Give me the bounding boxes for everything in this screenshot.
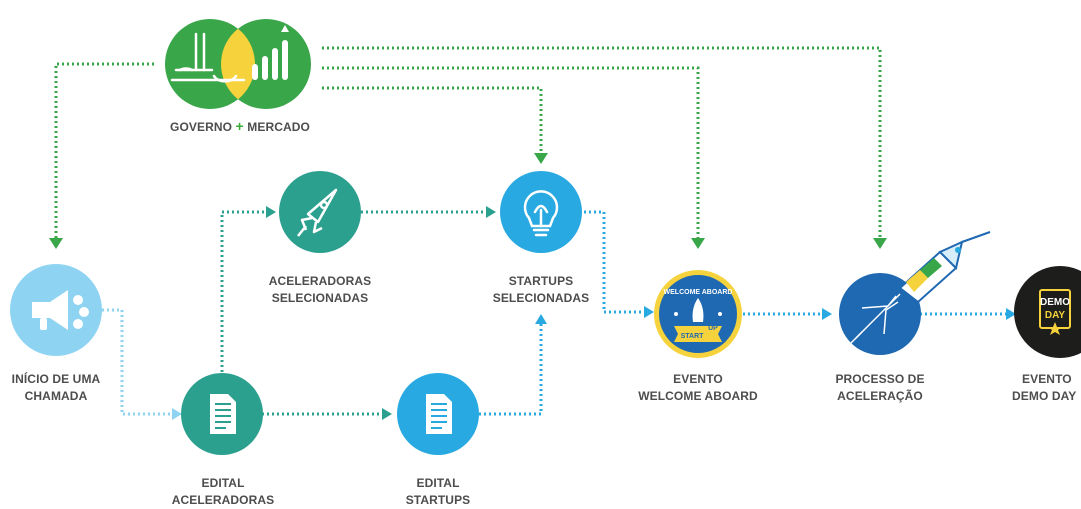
startups-node bbox=[500, 171, 582, 253]
edital-aceleradoras-label: EDITAL ACELERADORAS bbox=[168, 475, 278, 509]
aceleradoras-node bbox=[279, 171, 361, 253]
startups-label-line2: SELECIONADAS bbox=[492, 291, 590, 305]
aceleracao-label-line2: ACELERAÇÃO bbox=[837, 389, 923, 403]
aceleradoras-label-line2: SELECIONADAS bbox=[271, 291, 369, 305]
document-icon bbox=[210, 394, 236, 434]
welcome-label: EVENTO WELCOME ABOARD bbox=[628, 371, 768, 405]
star-icon bbox=[1048, 322, 1062, 335]
edital-startups-node bbox=[397, 373, 479, 455]
welcome-label-line2: WELCOME ABOARD bbox=[638, 389, 758, 403]
connector-aceleracao-to-demoday bbox=[920, 308, 1016, 320]
aceleracao-node bbox=[839, 273, 921, 355]
welcome-node: WELCOME ABOARD START UP bbox=[654, 270, 742, 358]
connector-aceleradoras-to-startups bbox=[361, 206, 496, 218]
welcome-badge-text: WELCOME ABOARD bbox=[664, 289, 733, 296]
welcome-ribbon-start: START bbox=[681, 333, 705, 340]
welcome-label-line1: EVENTO bbox=[673, 372, 723, 386]
rocket-small-icon bbox=[674, 298, 722, 322]
edital-startups-label-line2: STARTUPS bbox=[405, 493, 471, 507]
demoday-badge-line2: DAY bbox=[1045, 310, 1066, 321]
plus-label: + bbox=[235, 118, 244, 134]
governo-mercado-node bbox=[165, 19, 311, 109]
demoday-label: EVENTO DEMO DAY bbox=[1012, 371, 1081, 405]
demoday-badge-line1: DEMO bbox=[1040, 297, 1070, 308]
megaphone-icon bbox=[32, 290, 89, 330]
connector-welcome-to-aceleracao bbox=[743, 308, 832, 320]
edital-startups-label: EDITAL STARTUPS bbox=[388, 475, 488, 509]
connector-governo-to-inicio bbox=[49, 62, 154, 249]
rocket-launch-icon bbox=[898, 231, 991, 304]
connector-startups-to-welcome bbox=[584, 210, 654, 318]
mercado-label: MERCADO bbox=[247, 120, 310, 134]
demoday-label-line2: DEMO DAY bbox=[1012, 389, 1077, 403]
inicio-label: INÍCIO DE UMA CHAMADA bbox=[0, 371, 112, 405]
connector-edital-startups-to-startups bbox=[479, 314, 547, 416]
startups-label: STARTUPS SELECIONADAS bbox=[486, 273, 596, 307]
inicio-label-line2: CHAMADA bbox=[24, 389, 88, 403]
connector-edital-aceleradoras-to-edital-startups bbox=[262, 408, 392, 420]
lightbulb-icon bbox=[523, 190, 559, 237]
edital-aceleradoras-node bbox=[181, 373, 263, 455]
edital-startups-label-line1: EDITAL bbox=[416, 476, 460, 490]
inicio-node bbox=[10, 264, 102, 356]
growth-bars-icon bbox=[252, 25, 289, 80]
connector-governo-to-startups bbox=[322, 86, 548, 164]
edital-aceleradoras-label-line1: EDITAL bbox=[201, 476, 245, 490]
aceleracao-label-line1: PROCESSO DE bbox=[835, 372, 925, 386]
edital-aceleradoras-label-line2: ACELERADORAS bbox=[171, 493, 275, 507]
inicio-label-line1: INÍCIO DE UMA bbox=[11, 372, 101, 386]
connector-inicio-to-edital-aceleradoras bbox=[102, 308, 182, 420]
document-icon bbox=[426, 394, 452, 434]
connector-governo-to-aceleracao bbox=[322, 46, 887, 249]
welcome-ribbon-up: UP bbox=[708, 325, 718, 332]
demoday-node: DEMO DAY bbox=[1014, 266, 1081, 358]
aceleracao-label: PROCESSO DE ACELERAÇÃO bbox=[822, 371, 938, 405]
aceleradoras-label: ACELERADORAS SELECIONADAS bbox=[262, 273, 378, 307]
congress-building-icon bbox=[170, 32, 246, 83]
demoday-label-line1: EVENTO bbox=[1022, 372, 1072, 386]
connector-edital-aceleradoras-to-aceleradoras bbox=[220, 206, 276, 372]
rocket-icon bbox=[297, 188, 338, 237]
startups-label-line1: STARTUPS bbox=[508, 274, 574, 288]
connector-governo-to-welcome bbox=[322, 66, 705, 249]
rocket-outline-icon bbox=[849, 293, 901, 345]
governo-mercado-label: GOVERNO + MERCADO bbox=[158, 118, 322, 136]
governo-label: GOVERNO bbox=[170, 120, 233, 134]
aceleradoras-label-line1: ACELERADORAS bbox=[268, 274, 372, 288]
